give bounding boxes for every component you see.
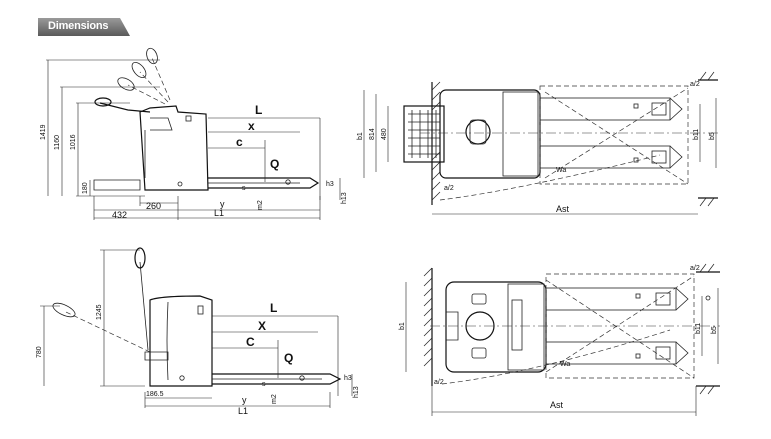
dim-y-b: y — [242, 395, 247, 405]
top-b1: b1 — [357, 132, 364, 140]
top-b1-b: b1 — [399, 322, 406, 330]
top-a2-right-b: a/2 — [690, 265, 700, 272]
dim-186-5: 186.5 — [146, 391, 164, 398]
wall-hatch-left-b — [423, 267, 433, 367]
mark-s: s — [242, 185, 246, 192]
label-Q: Q — [270, 157, 279, 171]
label-C-b: C — [246, 335, 255, 349]
top-a2-left: a/2 — [444, 185, 454, 192]
top-480: 480 — [381, 128, 388, 140]
dim-L1: L1 — [214, 208, 224, 218]
top-ast-b: Ast — [550, 400, 564, 410]
wall-hatch-right-b — [699, 263, 715, 395]
top-b5: b5 — [709, 132, 716, 140]
dimensions-tab: Dimensions — [38, 18, 130, 36]
top-814: 814 — [369, 128, 376, 140]
label-L-b: L — [270, 301, 277, 315]
dim-260: 260 — [146, 201, 161, 211]
top-wa: Wa — [556, 167, 566, 174]
right-h13-b: h13 — [353, 386, 360, 398]
label-Q-b: Q — [284, 351, 293, 365]
side-view-b: 1245 780 L X C Q s m2 — [36, 247, 360, 416]
top-b11-b: b11 — [695, 323, 702, 334]
top-a2-left-b: a/2 — [434, 379, 444, 386]
label-x: x — [248, 119, 255, 133]
mark-m2: m2 — [257, 200, 264, 210]
height-1419: 1419 — [40, 124, 47, 140]
top-view-a: b1 814 480 b11 b5 a/2 a/2 Wa Ast — [357, 71, 720, 215]
base-height: 180 — [82, 182, 89, 194]
dim-y: y — [220, 199, 225, 209]
label-X-b: X — [258, 319, 266, 333]
top-ast: Ast — [556, 204, 570, 214]
dimensions-tab-label: Dimensions — [48, 20, 109, 32]
top-view-b: b1 b11 b5 a/2 a/2 Wa Ast — [399, 263, 720, 416]
label-L: L — [255, 103, 262, 117]
tab-shape — [38, 18, 130, 36]
height-1016: 1016 — [70, 134, 77, 150]
height-1160: 1160 — [54, 135, 61, 150]
height-780: 780 — [36, 346, 43, 358]
mark-m2-b: m2 — [271, 394, 278, 404]
right-h3: h3 — [326, 181, 334, 188]
dim-432: 432 — [112, 210, 127, 220]
dim-L1-b: L1 — [238, 406, 248, 416]
wall-hatch-right — [699, 71, 715, 207]
label-c: c — [236, 135, 243, 149]
top-b11: b11 — [693, 129, 700, 140]
right-h3-b: h3 — [344, 375, 352, 382]
height-1245: 1245 — [96, 304, 103, 320]
top-wa-b: Wa — [560, 361, 570, 368]
right-h13: h13 — [341, 192, 348, 204]
side-view-a: 1419 1160 1016 180 — [40, 47, 348, 220]
top-b5-b: b5 — [711, 326, 718, 334]
top-a2-right: a/2 — [690, 81, 700, 88]
mark-s-b: s — [262, 381, 266, 388]
